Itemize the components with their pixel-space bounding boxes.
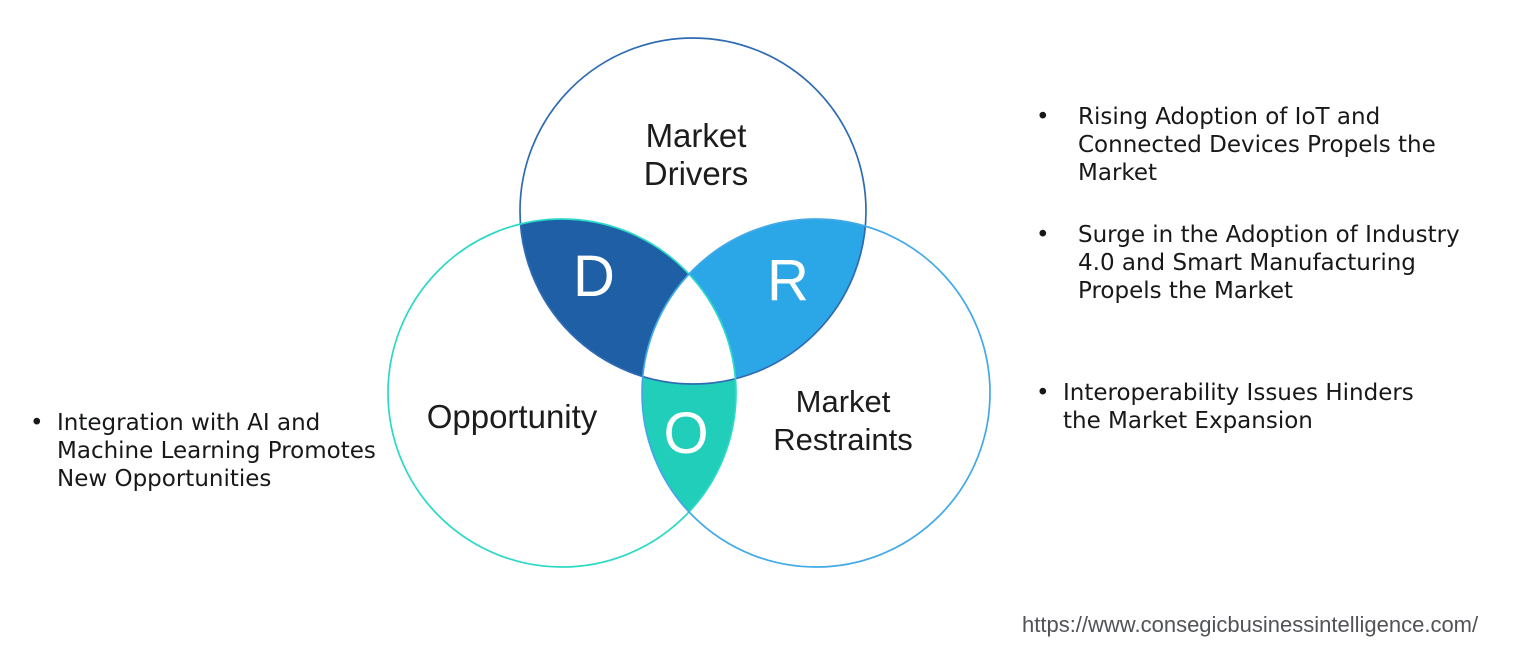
bullet-item-opportunity: • Integration with AI and Machine Learni… bbox=[30, 409, 397, 493]
bullet-text: Rising Adoption of IoT and Connected Dev… bbox=[1078, 104, 1436, 186]
bullet-text: Integration with AI and Machine Learning… bbox=[57, 410, 376, 492]
drivers-label: Market Drivers bbox=[643, 117, 749, 192]
drivers-restraints-overlap bbox=[642, 219, 866, 384]
bullet-dot-icon: • bbox=[1036, 104, 1050, 130]
restraints-circle-outline bbox=[641, 218, 991, 568]
bullet-dot-icon: • bbox=[1036, 222, 1050, 248]
opportunity-label: Opportunity bbox=[426, 398, 598, 435]
letter-d: D bbox=[573, 244, 615, 309]
bullet-item-restraint-1: • Interoperability Issues Hinders the Ma… bbox=[1036, 379, 1463, 435]
letter-o: O bbox=[663, 401, 709, 466]
bullet-text: Interoperability Issues Hinders the Mark… bbox=[1063, 380, 1414, 434]
bullet-text: Surge in the Adoption of Industry 4.0 an… bbox=[1078, 222, 1460, 304]
bullet-item-driver-1: • Rising Adoption of IoT and Connected D… bbox=[1036, 103, 1478, 187]
source-url: https://www.consegicbusinessintelligence… bbox=[1022, 612, 1479, 637]
letter-r: R bbox=[767, 248, 809, 313]
bullet-dot-icon: • bbox=[30, 410, 44, 436]
opportunity-circle-outline bbox=[387, 218, 737, 568]
bullet-item-driver-2: • Surge in the Adoption of Industry 4.0 … bbox=[1036, 221, 1478, 305]
drivers-opportunity-overlap bbox=[520, 219, 736, 384]
restraints-label: Market Restraints bbox=[773, 384, 913, 457]
bullet-dot-icon: • bbox=[1036, 380, 1050, 406]
drivers-circle-outline bbox=[519, 37, 867, 385]
